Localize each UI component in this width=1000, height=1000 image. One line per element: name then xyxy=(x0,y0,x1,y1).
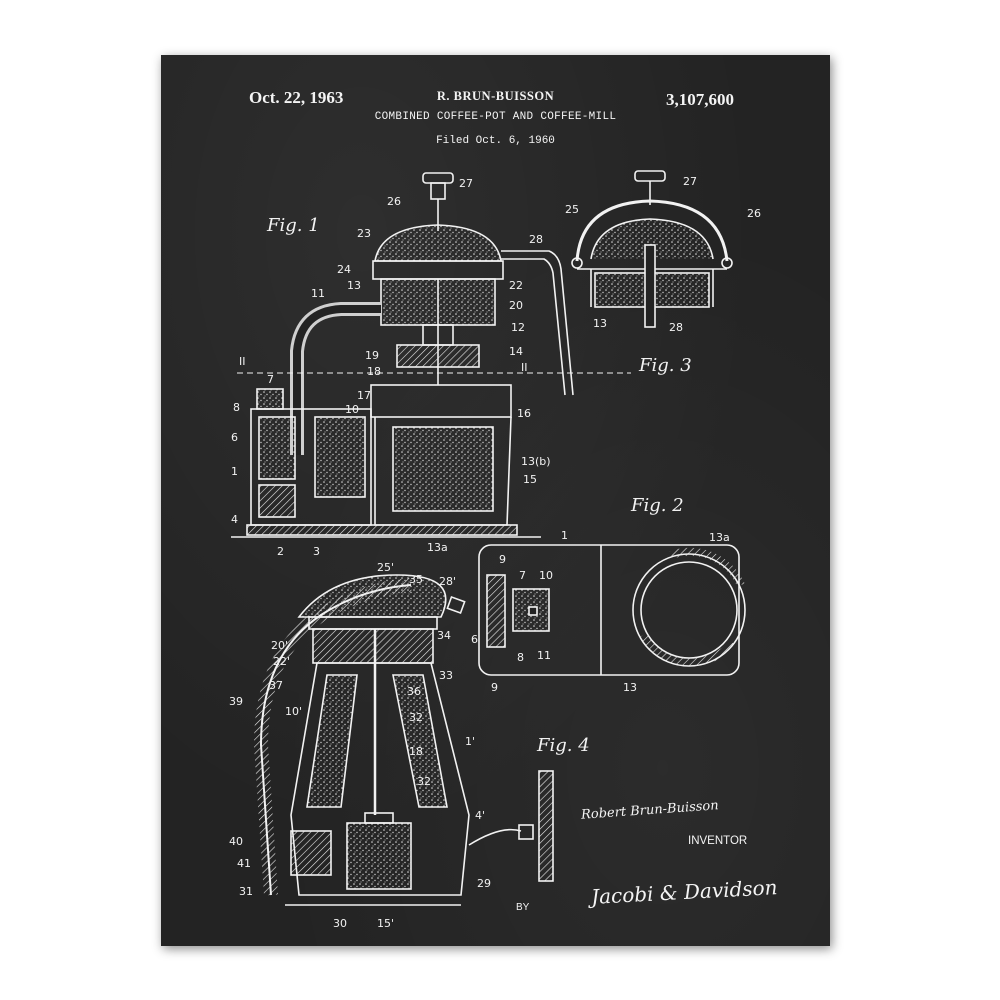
ref-numeral: 32 xyxy=(417,775,431,788)
ref-numeral: 20 xyxy=(509,299,523,312)
ref-numeral: 13 xyxy=(593,317,607,330)
figure-2-drawing xyxy=(478,544,746,676)
ref-numeral: 27 xyxy=(459,177,473,190)
fig4-caption: Fig. 4 xyxy=(536,735,590,756)
ref-numeral: 1' xyxy=(465,735,475,748)
ref-numeral: 1 xyxy=(231,465,238,478)
ref-numeral: 20' xyxy=(271,639,288,652)
ref-numeral: 26 xyxy=(747,207,761,220)
ref-numeral: II xyxy=(239,355,246,368)
ref-numeral: 29 xyxy=(477,877,491,890)
fig1-reference-numerals: 27 26 23 28 24 13 22 20 11 12 14 19 18 I… xyxy=(231,177,551,558)
ref-numeral: 28 xyxy=(529,233,543,246)
ref-numeral: 32 xyxy=(409,711,423,724)
ref-numeral: II xyxy=(521,361,528,374)
inventor-caption: INVENTOR xyxy=(688,835,748,847)
ref-numeral: 26 xyxy=(387,195,401,208)
ref-numeral: 25' xyxy=(377,561,394,574)
ref-numeral: 13a xyxy=(427,541,448,554)
ref-numeral: 15 xyxy=(523,473,537,486)
ref-numeral: 8 xyxy=(233,401,240,414)
ref-numeral: 3 xyxy=(313,545,320,558)
ref-numeral: 27 xyxy=(683,175,697,188)
patent-number: 3,107,600 xyxy=(666,90,734,109)
ref-numeral: 19 xyxy=(365,349,379,362)
ref-numeral: 31 xyxy=(239,885,253,898)
figure-4-drawing xyxy=(253,574,554,906)
ref-numeral: 15' xyxy=(377,917,394,930)
figure-3-drawing xyxy=(571,170,733,328)
patent-poster: Oct. 22, 1963 R. BRUN-BUISSON 3,107,600 … xyxy=(161,55,830,946)
ref-numeral: 4 xyxy=(231,513,238,526)
fig2-caption: Fig. 2 xyxy=(630,495,684,516)
ref-numeral: 13 xyxy=(347,279,361,292)
ref-numeral: 23 xyxy=(357,227,371,240)
ref-numeral: 41 xyxy=(237,857,251,870)
ref-numeral: 40 xyxy=(229,835,243,848)
ref-numeral: 13(b) xyxy=(521,455,551,468)
ref-numeral: 34 xyxy=(437,629,451,642)
ref-numeral: 25 xyxy=(565,203,579,216)
ref-numeral: 37 xyxy=(269,679,283,692)
ref-numeral: 11 xyxy=(537,649,551,662)
ref-numeral: 1 xyxy=(561,529,568,542)
by-label: BY xyxy=(516,902,530,913)
ref-numeral: 13a xyxy=(709,531,730,544)
ref-numeral: 8 xyxy=(517,651,524,664)
ref-numeral: 36 xyxy=(407,685,421,698)
inventor-heading: R. BRUN-BUISSON xyxy=(436,89,555,103)
fig2-reference-numerals: 1 13a 9 7 10 6 11 8 9 13 xyxy=(471,529,730,694)
patent-date: Oct. 22, 1963 xyxy=(249,88,344,107)
ref-numeral: 22 xyxy=(509,279,523,292)
ref-numeral: 18 xyxy=(409,745,423,758)
ref-numeral: 9 xyxy=(491,681,498,694)
ref-numeral: 22' xyxy=(273,655,290,668)
ref-numeral: 6 xyxy=(231,431,238,444)
ref-numeral: 7 xyxy=(267,373,274,386)
ref-numeral: 11 xyxy=(311,287,325,300)
ref-numeral: 16 xyxy=(517,407,531,420)
ref-numeral: 2 xyxy=(277,545,284,558)
fig1-caption: Fig. 1 xyxy=(266,215,320,236)
ref-numeral: 10 xyxy=(539,569,553,582)
ref-numeral: 7 xyxy=(519,569,526,582)
ref-numeral: 12 xyxy=(511,321,525,334)
ref-numeral: 28 xyxy=(669,321,683,334)
ref-numeral: 6 xyxy=(471,633,478,646)
ref-numeral: 30 xyxy=(333,917,347,930)
ref-numeral: 28' xyxy=(439,575,456,588)
fig3-reference-numerals: 27 25 26 13 28 xyxy=(565,175,761,334)
ref-numeral: 33 xyxy=(439,669,453,682)
filed-date: Filed Oct. 6, 1960 xyxy=(436,135,555,147)
fig4-reference-numerals: 25' 35 28' 34 20' 22' 33 37 36 39 10' 32… xyxy=(229,561,491,930)
ref-numeral: 13 xyxy=(623,681,637,694)
ref-numeral: 35 xyxy=(409,573,423,586)
ref-numeral: 10 xyxy=(345,403,359,416)
ref-numeral: 4' xyxy=(475,809,485,822)
ref-numeral: 39 xyxy=(229,695,243,708)
fig3-caption: Fig. 3 xyxy=(638,355,692,376)
ref-numeral: 14 xyxy=(509,345,523,358)
ref-numeral: 24 xyxy=(337,263,351,276)
ref-numeral: 17 xyxy=(357,389,371,402)
figure-1-drawing xyxy=(231,172,631,538)
patent-title: COMBINED COFFEE-POT AND COFFEE-MILL xyxy=(374,111,617,123)
ref-numeral: 18 xyxy=(367,365,381,378)
patent-drawing: Fig. 1 Fig. 3 Fig. 2 Fig. 4 27 26 23 28 … xyxy=(229,170,761,930)
ref-numeral: 9 xyxy=(499,553,506,566)
ref-numeral: 10' xyxy=(285,705,302,718)
